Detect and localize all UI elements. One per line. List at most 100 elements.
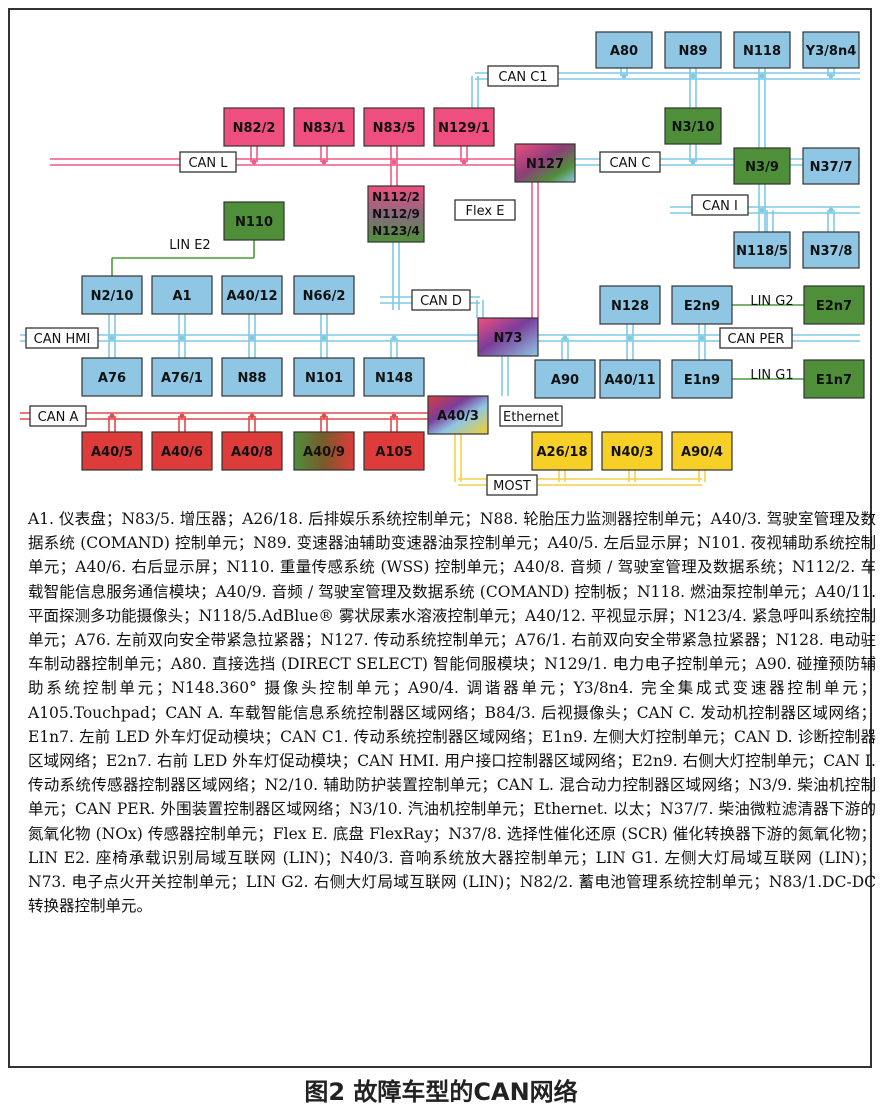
node-label-a1: A1 [172, 289, 191, 304]
can-a-dot-1 [179, 413, 185, 419]
node-label-a80: A80 [610, 44, 638, 59]
node-label-a40-9: A40/9 [303, 445, 345, 460]
node-box-a76 [81, 357, 143, 397]
node-box-a90-4 [671, 431, 733, 471]
node-box-n37-8 [802, 231, 860, 269]
node-label-a90-4: A90/4 [681, 445, 723, 460]
can-c1-dot-4 [690, 73, 696, 79]
node-label-n112-0: N112/2 [372, 190, 420, 204]
node-label-n112-1: N112/9 [372, 207, 420, 221]
node-box-a90 [534, 359, 596, 399]
node-box-a40-3 [427, 395, 489, 435]
can-a-dot-4 [391, 413, 397, 419]
bus-label-box-ethernet [499, 405, 563, 427]
node-label-n101: N101 [305, 371, 343, 386]
node-box-n66-2 [293, 275, 355, 315]
bus-label-box-can-a [29, 405, 87, 427]
bus-label-can-c: CAN C [610, 156, 651, 171]
bus-label-can-per: CAN PER [728, 332, 785, 347]
node-box-a80 [595, 31, 653, 69]
node-label-a90: A90 [551, 373, 579, 388]
node-box-n118-5 [733, 231, 791, 269]
can-l-dot-2 [391, 159, 397, 165]
can-a-dot-3 [321, 413, 327, 419]
node-box-e1n9 [671, 359, 733, 399]
node-label-n89: N89 [679, 44, 708, 59]
node-label-a76-1: A76/1 [161, 371, 203, 386]
node-label-n128: N128 [611, 299, 649, 314]
node-box-n129-1 [433, 107, 495, 147]
can-c1-dot-0 [621, 73, 627, 79]
node-label-n83-5: N83/5 [373, 121, 416, 136]
node-label-a40-12: A40/12 [227, 289, 278, 304]
node-box-n148 [363, 357, 425, 397]
node-box-n89 [664, 31, 722, 69]
can-l-dot-0 [251, 159, 257, 165]
node-box-a26-18 [531, 431, 593, 471]
node-box-a40-9 [293, 431, 355, 471]
bus-label-can-l: CAN L [188, 156, 228, 171]
node-label-a40-11: A40/11 [605, 373, 656, 388]
node-box-n88 [221, 357, 283, 397]
node-label-n73: N73 [494, 331, 523, 346]
node-label-a105: A105 [375, 445, 412, 460]
can-i-dot-1 [828, 207, 834, 213]
node-box-a40-12 [221, 275, 283, 315]
node-label-e2n9: E2n9 [684, 299, 720, 314]
node-label-e2n7: E2n7 [816, 299, 852, 314]
bus-label-lin-g2: LIN G2 [750, 294, 793, 309]
bus-label-ethernet: Ethernet [503, 410, 559, 425]
can-c-dot-0 [690, 159, 696, 165]
node-box-e1n7 [803, 359, 865, 399]
node-box-n127 [514, 143, 576, 183]
node-box-n110 [223, 201, 285, 241]
node-label-a40-8: A40/8 [231, 445, 273, 460]
can-a-dot-2 [249, 413, 255, 419]
node-label-n129-1: N129/1 [438, 121, 490, 136]
node-label-n66-2: N66/2 [303, 289, 346, 304]
node-label-n118: N118 [743, 44, 781, 59]
can-per-dot-4 [699, 335, 705, 341]
node-label-a26-18: A26/18 [537, 445, 588, 460]
bus-label-box-most [486, 474, 538, 496]
node-label-a76: A76 [98, 371, 126, 386]
bus-label-can-a: CAN A [38, 410, 79, 425]
can-per-dot-2 [562, 335, 568, 341]
node-label-n3-9: N3/9 [745, 160, 779, 175]
node-label-n3-10: N3/10 [672, 120, 715, 135]
can-a-dot-0 [109, 413, 115, 419]
legend-text: A1. 仪表盘；N83/5. 增压器；A26/18. 后排娱乐系统控制单元；N8… [28, 510, 876, 916]
bus-label-can-i: CAN I [702, 199, 738, 214]
node-label-n40-3: N40/3 [611, 445, 654, 460]
can-l-dot-1 [321, 159, 327, 165]
bus-label-box-can-l [179, 151, 237, 173]
node-label-n37-7: N37/7 [810, 160, 853, 175]
bus-label-box-can-c1 [487, 65, 559, 87]
node-box-n3-9 [733, 147, 791, 185]
node-label-n148: N148 [375, 371, 413, 386]
node-box-n101 [293, 357, 355, 397]
node-box-n128 [599, 285, 661, 325]
node-box-a76-1 [151, 357, 213, 397]
node-label-n82-2: N82/2 [233, 121, 276, 136]
node-box-a1 [151, 275, 213, 315]
bus-label-can-d: CAN D [420, 294, 462, 309]
node-label-e1n9: E1n9 [684, 373, 720, 388]
node-box-n83-1 [293, 107, 355, 147]
can-hmi-dot-7 [321, 335, 327, 341]
figure-caption: 图2 故障车型的CAN网络 [304, 1078, 578, 1106]
node-label-n88: N88 [238, 371, 267, 386]
can-hmi-dot-4 [109, 335, 115, 341]
can-hmi-dot-8 [391, 335, 397, 341]
node-box-n37-7 [802, 147, 860, 185]
can-hmi-dot-6 [249, 335, 255, 341]
can-per-dot-3 [627, 335, 633, 341]
bus-label-most: MOST [493, 479, 531, 494]
node-box-a105 [363, 431, 425, 471]
node-box-a40-8 [221, 431, 283, 471]
node-box-n2-10 [81, 275, 143, 315]
node-label-a40-3: A40/3 [437, 409, 479, 424]
